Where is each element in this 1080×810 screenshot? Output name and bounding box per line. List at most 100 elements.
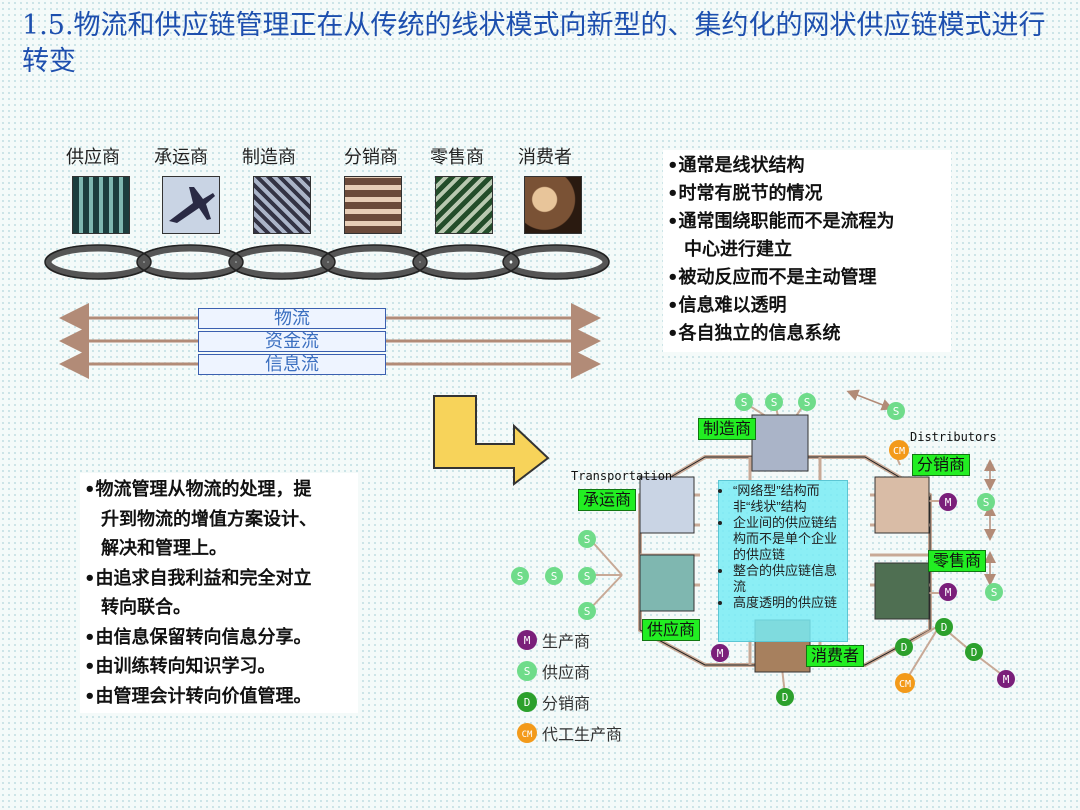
manufacturer-badge-icon: M	[711, 644, 729, 662]
supplier-badge-icon: S	[545, 567, 563, 585]
bullet-continuation: 中心进行建立	[684, 239, 792, 260]
contract-manufacturer-badge-icon: CM	[895, 673, 915, 693]
bullet-item: •信息难以透明	[667, 295, 787, 316]
transportation-label: Transportation	[571, 469, 673, 483]
svg-text:S: S	[771, 396, 778, 409]
flow-label-info: 信息流	[198, 354, 386, 375]
distributor-badge-icon: D	[895, 638, 913, 656]
flow-label-material: 物流	[198, 308, 386, 329]
svg-text:M: M	[524, 634, 531, 647]
role-label-carrier: 承运商	[154, 147, 208, 168]
svg-text:CM: CM	[899, 679, 911, 690]
node-label-distributor: 分销商	[912, 454, 971, 476]
supplier-badge-icon: S	[798, 393, 816, 411]
manufacturer-badge-icon: M	[517, 629, 537, 650]
svg-text:M: M	[717, 647, 724, 660]
svg-text:S: S	[584, 605, 591, 618]
svg-text:S: S	[741, 396, 748, 409]
warehouse-photo-image	[344, 176, 402, 234]
svg-text:S: S	[804, 396, 811, 409]
chain-link-2	[136, 244, 244, 280]
chain-link-4	[320, 244, 428, 280]
svg-text:S: S	[584, 533, 591, 546]
distributor-badge-icon: D	[965, 643, 983, 661]
svg-text:S: S	[983, 496, 990, 509]
bullet-item: •通常围绕职能而不是流程为	[667, 211, 895, 232]
svg-text:M: M	[945, 496, 952, 509]
role-label-supplier: 供应商	[66, 147, 120, 168]
role-label-distributor: 分销商	[344, 147, 398, 168]
network-supplier-photo	[639, 554, 695, 612]
network-features-box: “网络型”结构而非“线状”结构 企业间的供应链结构而不是单个企业的供应链 整合的…	[718, 480, 848, 642]
chain-link-5	[412, 244, 520, 280]
legend-item: S 供应商	[516, 655, 622, 686]
network-feature: 企业间的供应链结构而不是单个企业的供应链	[733, 515, 847, 563]
supplier-badge-icon: S	[511, 567, 529, 585]
svg-text:D: D	[971, 646, 978, 659]
supplier-badge-icon: S	[765, 393, 783, 411]
bullet-item: •通常是线状结构	[667, 155, 805, 176]
bullet-continuation: 升到物流的增值方案设计、	[101, 508, 317, 530]
bullet-item: •各自独立的信息系统	[667, 323, 841, 344]
svg-text:CM: CM	[522, 730, 533, 740]
consumer-photo-image	[524, 176, 582, 234]
svg-text:D: D	[941, 621, 948, 634]
svg-text:S: S	[517, 570, 524, 583]
network-feature: 高度透明的供应链	[733, 595, 847, 611]
supplier-badge-icon: S	[578, 602, 596, 620]
chain-link-6	[502, 244, 610, 280]
svg-text:S: S	[551, 570, 558, 583]
role-label-retailer: 零售商	[430, 147, 484, 168]
bullet-item: •被动反应而不是主动管理	[667, 267, 877, 288]
linear-model-characteristics: •通常是线状结构 •时常有脱节的情况 •通常围绕职能而不是流程为 中心进行建立 …	[663, 150, 951, 352]
bullet-continuation: 转向联合。	[101, 597, 191, 618]
distributor-badge-icon: D	[517, 691, 537, 712]
network-factory-photo	[751, 414, 809, 472]
legend-item: D 分销商	[516, 686, 622, 717]
svg-text:M: M	[945, 586, 952, 599]
legend-item: CM 代工生产商	[516, 717, 622, 748]
svg-text:S: S	[893, 405, 900, 418]
flow-label-money: 资金流	[198, 331, 386, 352]
chain-link-1	[44, 244, 152, 280]
bullet-item: •时常有脱节的情况	[667, 183, 823, 204]
supplier-badge-icon: S	[517, 660, 537, 681]
legend: M 生产商 S 供应商 D 分销商 CM 代工生产商	[516, 624, 622, 748]
network-feature: 整合的供应链信息流	[733, 563, 847, 595]
role-label-manufacturer: 制造商	[242, 147, 296, 168]
supplier-badge-icon: S	[578, 530, 596, 548]
transition-arrow-icon	[433, 395, 550, 487]
bullet-item: •物流管理从物流的处理，提	[84, 479, 312, 500]
network-retail-photo	[874, 562, 930, 620]
chain-link-3	[228, 244, 336, 280]
node-label-supplier: 供应商	[642, 619, 701, 641]
node-label-consumer: 消费者	[806, 645, 865, 667]
supplier-badge-icon: S	[735, 393, 753, 411]
svg-text:D: D	[524, 696, 531, 709]
manufacturer-badge-icon: M	[997, 670, 1015, 688]
bullet-item: •由信息保留转向信息分享。	[84, 626, 312, 648]
svg-text:M: M	[1003, 673, 1010, 686]
bullet-item: •由追求自我利益和完全对立	[84, 567, 312, 589]
legend-item: M 生产商	[516, 624, 622, 655]
distributors-label: Distributors	[910, 430, 997, 444]
svg-text:CM: CM	[893, 446, 905, 457]
airplane-photo-image	[162, 176, 220, 234]
node-label-retailer: 零售商	[928, 550, 987, 572]
svg-text:S: S	[524, 665, 531, 678]
network-feature: “网络型”结构而非“线状”结构	[733, 483, 847, 515]
supplier-badge-icon: S	[887, 402, 905, 420]
bullet-item: •由管理会计转向价值管理。	[84, 685, 312, 707]
bullet-continuation: 解决和管理上。	[101, 538, 227, 559]
retail-photo-image	[435, 176, 493, 234]
supplier-badge-icon: S	[985, 583, 1003, 601]
svg-text:S: S	[991, 586, 998, 599]
bullet-item: •由训练转向知识学习。	[84, 656, 276, 677]
manufacturer-badge-icon: M	[939, 493, 957, 511]
contract-manufacturer-badge-icon: CM	[517, 722, 537, 743]
contract-manufacturer-badge-icon: CM	[889, 440, 909, 460]
svg-text:S: S	[584, 570, 591, 583]
manufacturer-badge-icon: M	[939, 583, 957, 601]
svg-text:D: D	[782, 691, 789, 704]
supplier-badge-icon: S	[977, 493, 995, 511]
